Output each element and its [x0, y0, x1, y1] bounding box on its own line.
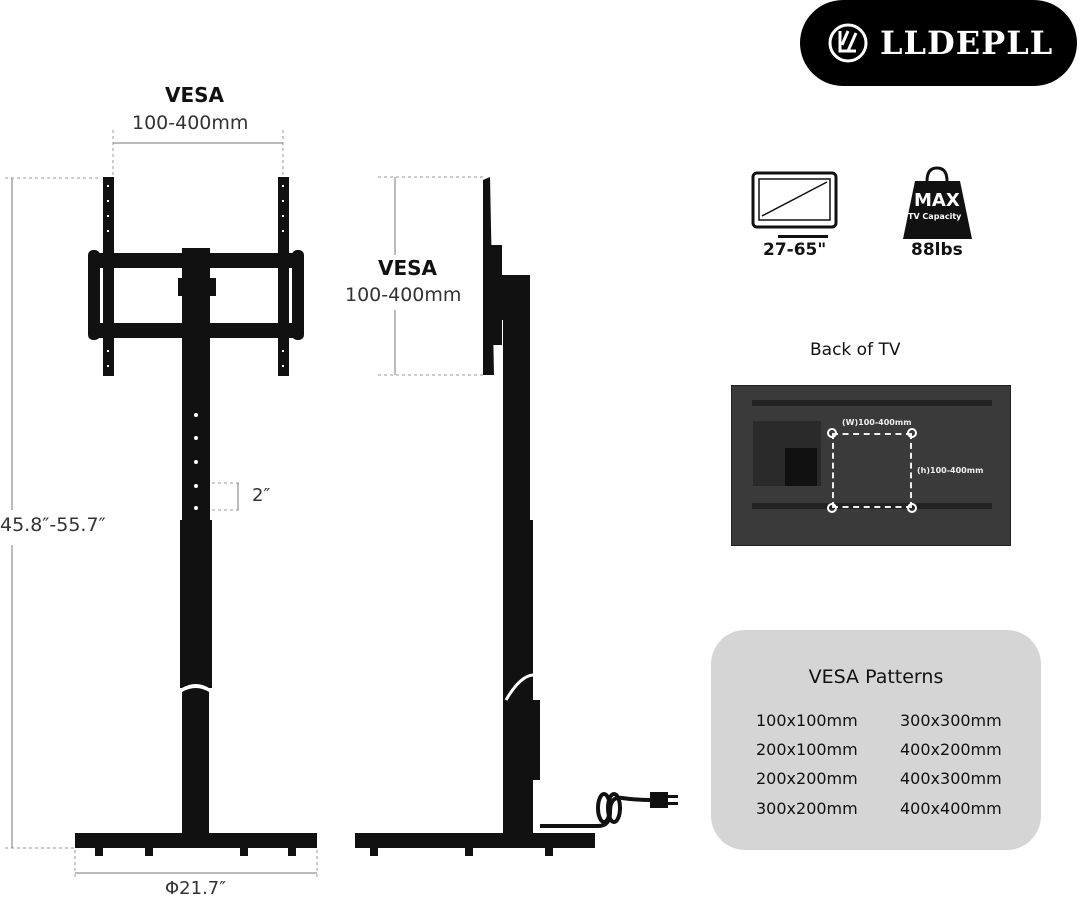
vesa-pattern: 200x200mm	[756, 769, 858, 788]
back-of-tv-image: (W)100-400mm (h)100-400mm	[731, 385, 1011, 546]
vesa-width-label: (W)100-400mm	[842, 418, 912, 427]
front-vesa-title: VESA	[165, 83, 225, 107]
back-of-tv-title: Back of TV	[810, 340, 901, 360]
vesa-pattern: 300x200mm	[756, 799, 858, 818]
max-load: 88lbs	[911, 240, 963, 260]
base-diameter: Φ21.7″	[165, 878, 226, 899]
power-cable-icon	[540, 792, 653, 828]
vesa-pattern: 300x300mm	[900, 711, 1002, 730]
vesa-patterns-title: VESA Patterns	[808, 666, 944, 688]
vesa-height-label: (h)100-400mm	[917, 466, 984, 475]
tv-size-icon	[751, 171, 838, 238]
front-view-stand	[75, 177, 317, 856]
max-label: MAX	[914, 190, 960, 211]
brand-name: LLDEPLL	[880, 24, 1054, 62]
capacity-label: TV Capacity	[908, 212, 962, 221]
side-vesa-title: VESA	[378, 256, 438, 280]
vesa-patterns-panel: VESA Patterns 100x100mm 200x100mm 200x20…	[711, 630, 1041, 850]
stand-diagram	[5, 130, 678, 880]
height-range: 45.8″-55.7″	[0, 514, 106, 536]
side-vesa-range: 100-400mm	[345, 284, 462, 306]
side-view-stand	[355, 177, 595, 856]
height-step: 2″	[252, 485, 271, 506]
front-vesa-range: 100-400mm	[132, 112, 249, 134]
vesa-pattern: 100x100mm	[756, 711, 858, 730]
dimension-lines	[5, 130, 483, 880]
vesa-hole-pattern	[832, 433, 912, 508]
vesa-pattern: 400x200mm	[900, 740, 1002, 759]
brand-logo-icon	[828, 23, 868, 63]
vesa-pattern: 200x100mm	[756, 740, 858, 759]
brand-logo: LLDEPLL	[800, 0, 1077, 86]
vesa-pattern: 400x400mm	[900, 799, 1002, 818]
vesa-pattern: 400x300mm	[900, 769, 1002, 788]
weight-icon	[903, 166, 972, 239]
screen-size: 27-65"	[763, 240, 827, 260]
